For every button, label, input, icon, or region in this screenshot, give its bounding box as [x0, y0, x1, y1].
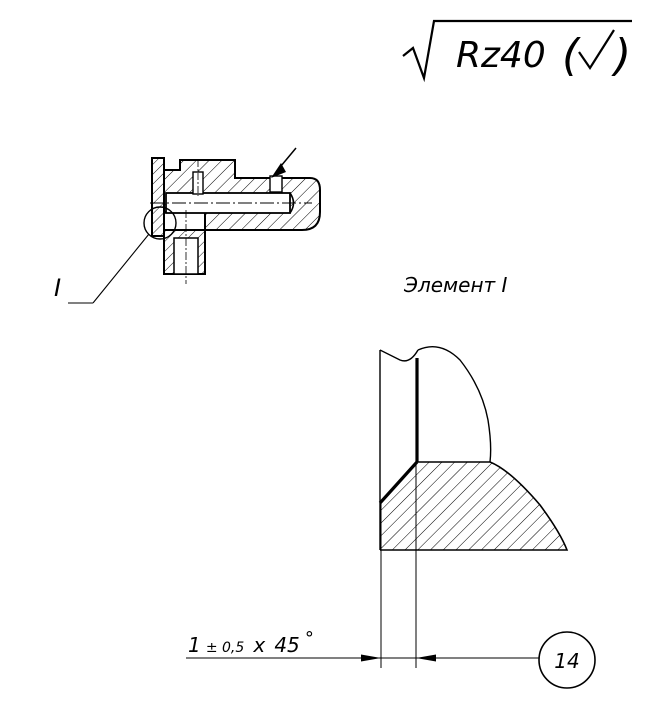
roughness-root-sign — [402, 19, 632, 83]
detail-title: Элемент I — [403, 273, 508, 297]
dimension-arrow-left — [361, 654, 381, 662]
balloon-number: 14 — [554, 649, 579, 673]
detail-chamfer — [378, 460, 419, 505]
callout-circle — [143, 206, 177, 240]
dimension-arrow-right — [416, 654, 436, 662]
chamfer-tolerance: ± 0,5 — [206, 640, 245, 656]
detail-section-outline — [380, 461, 569, 551]
small-lug — [269, 175, 283, 193]
detail-break-line — [379, 349, 419, 362]
part-section-view — [150, 147, 321, 284]
detail-hatched-section — [380, 462, 567, 550]
roughness-symbol: Rz40 ( ) — [402, 19, 632, 83]
callout-label: I — [54, 274, 61, 302]
chamfer-label: 1 ± 0,5 x 45 ° — [188, 628, 314, 657]
roughness-bracket-open: ( — [562, 30, 581, 81]
chamfer-degree: ° — [305, 628, 314, 649]
roughness-value: Rz40 — [456, 35, 546, 76]
indicator-arrowhead — [271, 163, 286, 178]
detail-outer-curve — [417, 346, 492, 463]
item-balloon: 14 — [538, 631, 596, 689]
detail-view — [378, 346, 569, 668]
detail-callout: I — [54, 206, 177, 304]
chamfer-times: x — [252, 633, 265, 657]
chamfer-dimension: 1 ± 0,5 x 45 ° — [186, 628, 540, 662]
callout-leader — [92, 233, 150, 304]
balloon-circle — [538, 631, 596, 689]
chamfer-angle: 45 — [274, 633, 299, 657]
part-left-flange — [151, 157, 165, 237]
roughness-check-icon — [578, 29, 615, 70]
roughness-bracket-close: ) — [611, 30, 631, 81]
chamfer-nominal: 1 — [188, 633, 201, 657]
